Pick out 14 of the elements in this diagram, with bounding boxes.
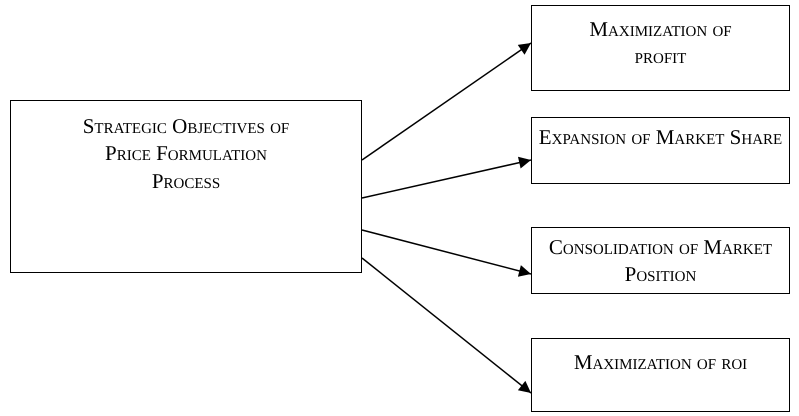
box-label: Consolidation of Market Position [548, 234, 774, 288]
text-box [531, 338, 790, 412]
text-box [531, 227, 790, 294]
arrow [362, 229, 532, 277]
text-box [531, 117, 790, 184]
text-box [10, 100, 362, 273]
box-label: Maximization of profit [588, 16, 733, 70]
box-label: Expansion of Market Share [538, 124, 784, 151]
arrow [362, 257, 532, 394]
arrow [362, 156, 532, 199]
box-label: Strategic Objectives of Price Formulation Process [82, 113, 290, 195]
arrow [362, 42, 532, 161]
box-label: Maximization of roi [572, 349, 748, 376]
text-box [531, 5, 790, 91]
